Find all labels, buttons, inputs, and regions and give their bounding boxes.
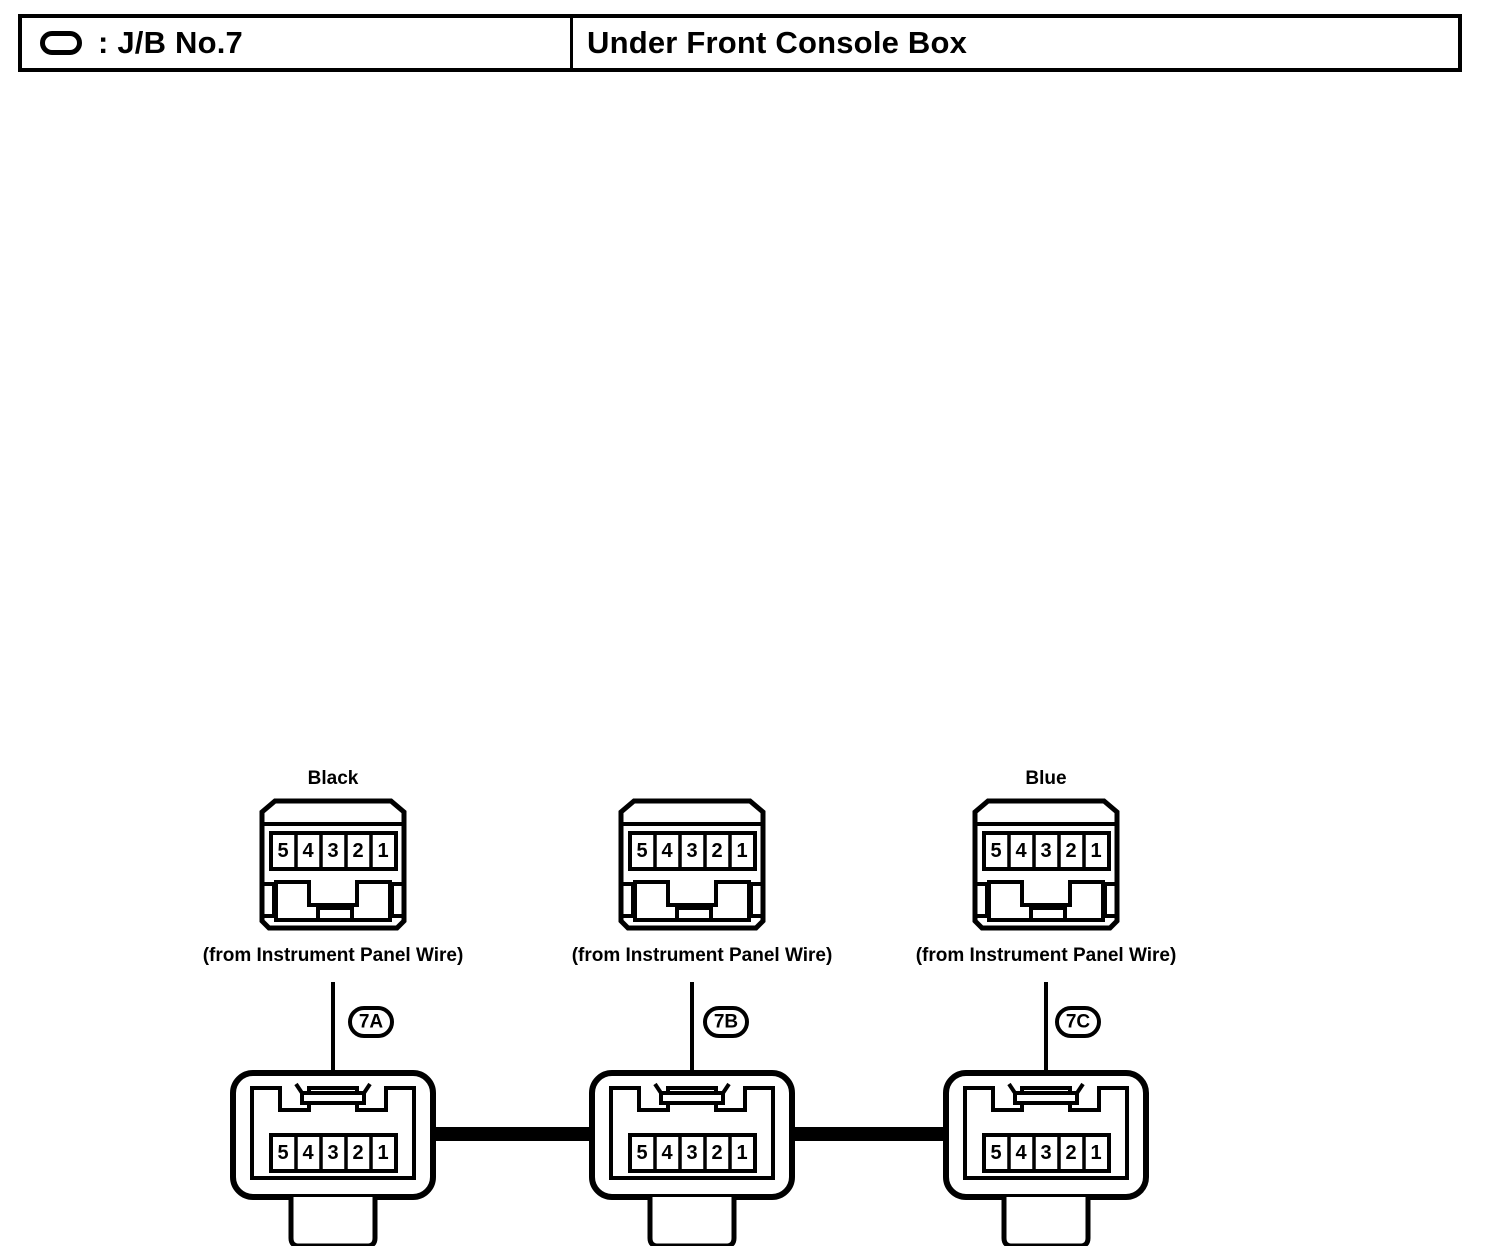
lower-a-pin-3: 3 [327,1142,339,1164]
lower-connector-b-body [589,1070,795,1246]
lower-c-pin-5: 5 [990,1142,1002,1164]
lower-connector-a-body [230,1070,436,1246]
upper-a-pin-5: 5 [277,840,289,862]
header-left-cell: : J/B No.7 [22,18,573,68]
badge-7c-label: 7C [1065,1011,1091,1033]
lower-c-pin-3: 3 [1040,1142,1052,1164]
upper-connector-a-source-label: (from Instrument Panel Wire) [202,945,464,966]
location-title-label: Under Front Console Box [587,25,968,60]
upper-c-pin-2: 2 [1065,840,1077,862]
upper-c-pin-5: 5 [990,840,1002,862]
lower-b-pin-5: 5 [636,1142,648,1164]
lower-b-pin-2: 2 [711,1142,723,1164]
oval-symbol-icon [40,31,82,55]
connector-drop-lines [331,982,1048,1078]
upper-c-pin-1: 1 [1090,840,1102,862]
lower-c-pin-1: 1 [1090,1142,1102,1164]
upper-b-pin-4: 4 [661,840,673,862]
upper-connector-c-source-label: (from Instrument Panel Wire) [915,945,1177,966]
lower-a-pin-1: 1 [377,1142,389,1164]
upper-connector-c-color-label: Blue [1025,768,1067,789]
badge-7b-label: 7B [713,1011,739,1033]
upper-c-pin-3: 3 [1040,840,1052,862]
badge-ovals [348,1006,1101,1038]
upper-a-pin-3: 3 [327,840,339,862]
lower-a-pin-2: 2 [352,1142,364,1164]
lower-a-pin-5: 5 [277,1142,289,1164]
upper-connector-c-body [972,798,1120,931]
upper-a-pin-4: 4 [302,840,314,862]
lower-connector-c-body [943,1070,1149,1246]
badge-7b-outline [703,1006,749,1038]
jb-number-label: : J/B No.7 [98,25,243,60]
upper-b-pin-1: 1 [736,840,748,862]
upper-connector-a-body [259,798,407,931]
badge-7c-outline [1055,1006,1101,1038]
header-bar: : J/B No.7 Under Front Console Box [18,14,1462,72]
upper-b-pin-2: 2 [711,840,723,862]
upper-connector-a-color-label: Black [307,768,359,789]
lower-c-pin-4: 4 [1015,1142,1027,1164]
upper-b-pin-5: 5 [636,840,648,862]
lower-c-pin-2: 2 [1065,1142,1077,1164]
upper-a-pin-1: 1 [377,840,389,862]
lower-b-pin-1: 1 [736,1142,748,1164]
lower-b-pin-3: 3 [686,1142,698,1164]
upper-b-pin-3: 3 [686,840,698,862]
upper-c-pin-4: 4 [1015,840,1027,862]
upper-connector-b-body [618,798,766,931]
badge-7a-outline [348,1006,394,1038]
upper-connector-b-source-label: (from Instrument Panel Wire) [571,945,833,966]
badge-7a-label: 7A [358,1011,384,1033]
lower-a-pin-4: 4 [302,1142,314,1164]
lower-b-pin-4: 4 [661,1142,673,1164]
upper-a-pin-2: 2 [352,840,364,862]
header-right-cell: Under Front Console Box [573,18,1458,68]
